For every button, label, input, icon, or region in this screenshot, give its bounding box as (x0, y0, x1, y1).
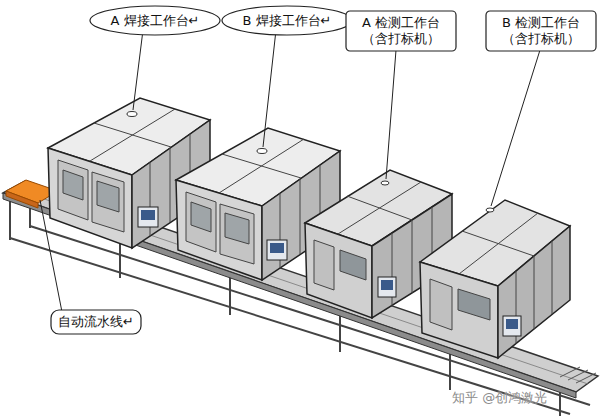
callout-border (90, 6, 220, 35)
callout-text: B 焊接工作台↵ (221, 13, 353, 29)
callout-box: A 焊接工作台↵ (89, 5, 221, 36)
watermark: 知乎 @创鸿激光 (452, 389, 547, 407)
callout-box: B 焊接工作台↵ (221, 5, 353, 36)
callout-box: A 检测工作台 （含打标机） (345, 10, 457, 52)
callout-text: A 焊接工作台↵ (89, 13, 221, 29)
callout-border (346, 11, 456, 51)
callout-text: B 检测工作台 （含打标机） (493, 15, 589, 47)
callout-box: B 检测工作台 （含打标机） (485, 10, 597, 52)
callout-box: 自动流水线↵ (50, 309, 142, 335)
callout-border (486, 11, 596, 51)
callout-text: 自动流水线↵ (50, 314, 142, 330)
callout-border (51, 310, 141, 334)
callout-border (222, 6, 352, 35)
callout-text: A 检测工作台 （含打标机） (353, 15, 449, 47)
